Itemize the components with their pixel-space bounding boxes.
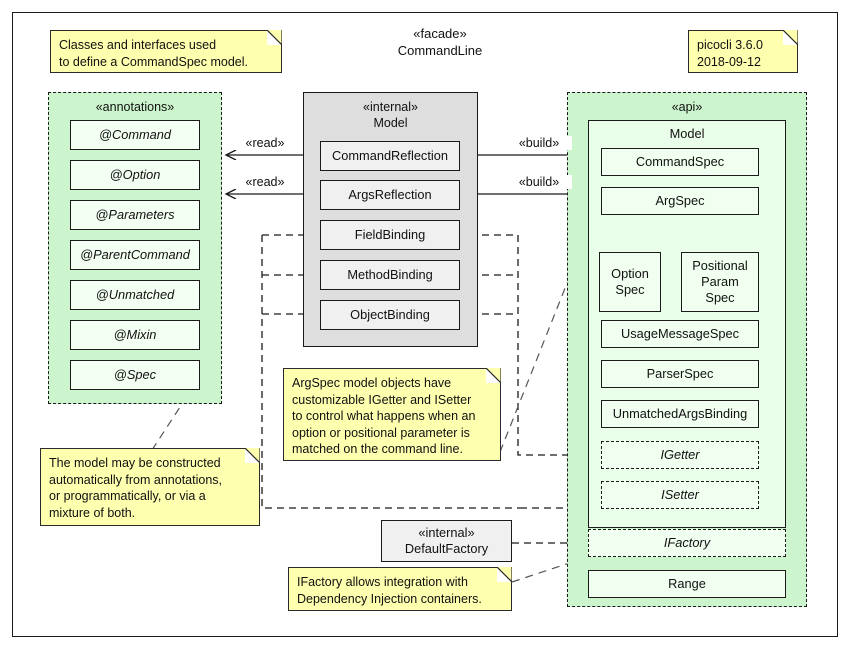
class-stereotype: «internal» (418, 525, 475, 540)
interface-label: IGetter (660, 447, 700, 462)
note-fold-icon (497, 567, 512, 582)
note-model-construction: The model may be constructed automatical… (40, 448, 260, 526)
class-label: @Mixin (113, 327, 157, 342)
class-label: ArgsReflection (348, 187, 432, 202)
edge-label-read-args: «read» (234, 175, 296, 189)
note-line-4: option or positional parameter is (292, 425, 470, 440)
note-line-2: Dependency Injection containers. (297, 591, 482, 606)
package-annotations-label: «annotations» (95, 100, 175, 114)
class-label: UnmatchedArgsBinding (612, 406, 748, 421)
class-label: @ParentCommand (80, 247, 190, 262)
class-spec-annotation[interactable]: @Spec (70, 360, 200, 390)
edge-label-text: «build» (518, 136, 560, 150)
class-commandspec[interactable]: CommandSpec (601, 148, 759, 176)
edge-bindings-left-bus (261, 235, 520, 509)
note-fold-icon (486, 368, 501, 383)
class-label: ArgSpec (655, 193, 705, 208)
note-line-2: to define a CommandSpec model. (59, 54, 248, 69)
api-model-group-label: Model (669, 126, 705, 141)
class-objectbinding[interactable]: ObjectBinding (320, 300, 460, 330)
class-command-annotation[interactable]: @Command (70, 120, 200, 150)
diagram-frame (12, 12, 838, 637)
note-line-1: ArgSpec model objects have (292, 376, 452, 390)
class-fieldbinding[interactable]: FieldBinding (320, 220, 460, 250)
class-usagemessagespec[interactable]: UsageMessageSpec (601, 320, 759, 348)
diagram-title: «facade» CommandLine (330, 25, 550, 59)
package-api-label: «api» (671, 100, 703, 114)
interface-isetter[interactable]: ISetter (601, 481, 759, 509)
class-parserspec[interactable]: ParserSpec (601, 360, 759, 388)
note-version-line-2: 2018-09-12 (697, 54, 761, 69)
class-range[interactable]: Range (588, 570, 786, 598)
class-methodbinding[interactable]: MethodBinding (320, 260, 460, 290)
note-line-4: mixture of both. (49, 505, 136, 520)
class-label: @Command (98, 127, 172, 142)
class-commandreflection[interactable]: CommandReflection (320, 141, 460, 171)
class-mixin-annotation[interactable]: @Mixin (70, 320, 200, 350)
note-line-2: automatically from annotations, (49, 472, 223, 487)
edge-bindings-right-bus (458, 234, 592, 456)
edge-label-build-args: «build» (506, 175, 572, 189)
edge-label-build-command: «build» (506, 136, 572, 150)
class-label: ObjectBinding (350, 307, 430, 322)
note-fold-icon (245, 448, 260, 463)
note-anchor-model-construction (151, 403, 183, 451)
note-fold-icon (783, 30, 798, 45)
class-defaultfactory[interactable]: «internal» DefaultFactory (381, 520, 512, 562)
class-label-line-1: Positional (692, 258, 748, 273)
class-label: @Option (109, 167, 161, 182)
diagram-title-name: CommandLine (397, 43, 483, 58)
note-line-1: IFactory allows integration with (297, 575, 468, 589)
class-label: MethodBinding (347, 267, 433, 282)
interface-igetter[interactable]: IGetter (601, 441, 759, 469)
class-parameters-annotation[interactable]: @Parameters (70, 200, 200, 230)
class-label: FieldBinding (354, 227, 426, 242)
note-ifactory: IFactory allows integration with Depende… (288, 567, 512, 611)
edge-label-text: «read» (245, 136, 285, 150)
note-line-3: or programmatically, or via a (49, 489, 206, 503)
note-line-1: The model may be constructed (49, 456, 221, 470)
class-label: ParserSpec (646, 366, 714, 381)
class-label: Range (668, 576, 706, 591)
note-line-2: customizable IGetter and ISetter (292, 392, 472, 407)
note-line-5: matched on the command line. (292, 442, 463, 456)
class-unmatchedargsbinding[interactable]: UnmatchedArgsBinding (601, 400, 759, 428)
note-classes-interfaces: Classes and interfaces used to define a … (50, 30, 282, 73)
interface-label: IFactory (663, 535, 711, 550)
class-label: @Unmatched (95, 287, 175, 302)
class-label: @Spec (113, 367, 157, 382)
interface-label: ISetter (661, 487, 699, 502)
class-argspec[interactable]: ArgSpec (601, 187, 759, 215)
note-line-1: Classes and interfaces used (59, 38, 217, 52)
note-version: picocli 3.6.0 2018-09-12 (688, 30, 798, 73)
note-argspec-getter-setter: ArgSpec model objects have customizable … (283, 368, 501, 461)
class-label: UsageMessageSpec (620, 326, 740, 341)
class-label-line-3: Spec (705, 290, 735, 305)
class-label: DefaultFactory (404, 541, 489, 556)
note-line-3: to control what happens when an (292, 409, 476, 423)
class-argsreflection[interactable]: ArgsReflection (320, 180, 460, 210)
diagram-title-stereotype: «facade» (413, 26, 467, 41)
package-internal-model-label: Model (373, 116, 408, 130)
package-internal-model-stereotype: «internal» (363, 100, 418, 114)
class-label: CommandSpec (635, 154, 725, 169)
class-option-annotation[interactable]: @Option (70, 160, 200, 190)
class-label-line-2: Param (701, 274, 739, 289)
note-version-line-1: picocli 3.6.0 (697, 38, 764, 52)
class-label-line-2: Spec (615, 282, 645, 297)
edge-label-read-command: «read» (234, 136, 296, 150)
class-positionalparamspec[interactable]: Positional Param Spec (681, 252, 759, 312)
note-fold-icon (267, 30, 282, 45)
edge-label-text: «read» (245, 175, 285, 189)
class-label: CommandReflection (332, 148, 448, 163)
interface-ifactory[interactable]: IFactory (588, 529, 786, 557)
class-parentcommand-annotation[interactable]: @ParentCommand (70, 240, 200, 270)
edge-label-text: «build» (518, 175, 560, 189)
class-optionspec[interactable]: Option Spec (599, 252, 661, 312)
class-label: @Parameters (95, 207, 175, 222)
class-unmatched-annotation[interactable]: @Unmatched (70, 280, 200, 310)
class-label-line-1: Option (611, 266, 649, 281)
